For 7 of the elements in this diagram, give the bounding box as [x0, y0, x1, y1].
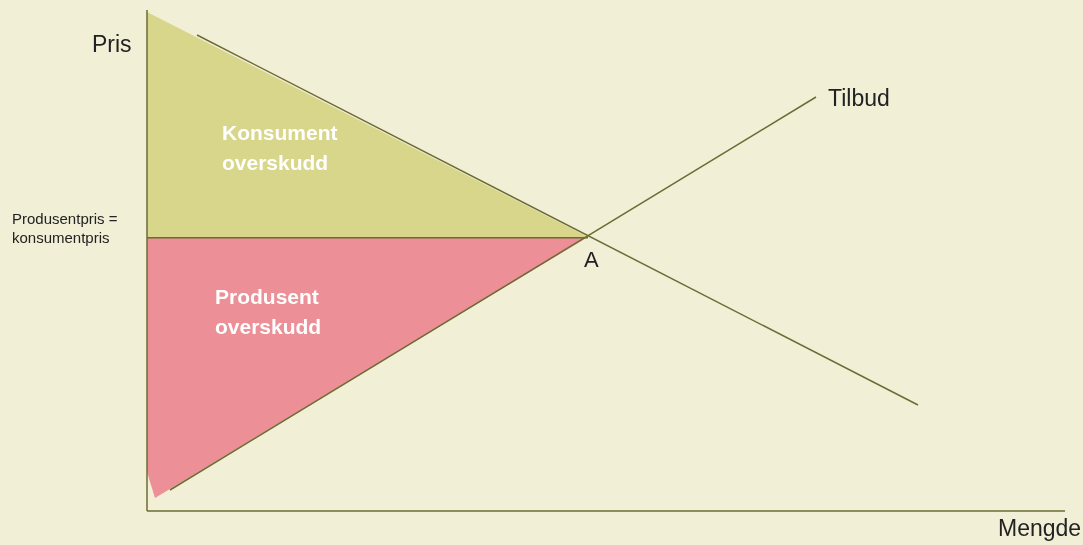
- price-label: Produsentpris = konsumentpris: [12, 210, 119, 248]
- area-label: Konsument overskudd: [222, 120, 339, 176]
- area-label: Produsent overskudd: [215, 284, 323, 340]
- point-label: A: [584, 246, 599, 274]
- curve-label: Tilbud: [828, 84, 890, 113]
- axis-label: Mengde: [998, 514, 1082, 543]
- axis-label: Pris: [92, 30, 132, 59]
